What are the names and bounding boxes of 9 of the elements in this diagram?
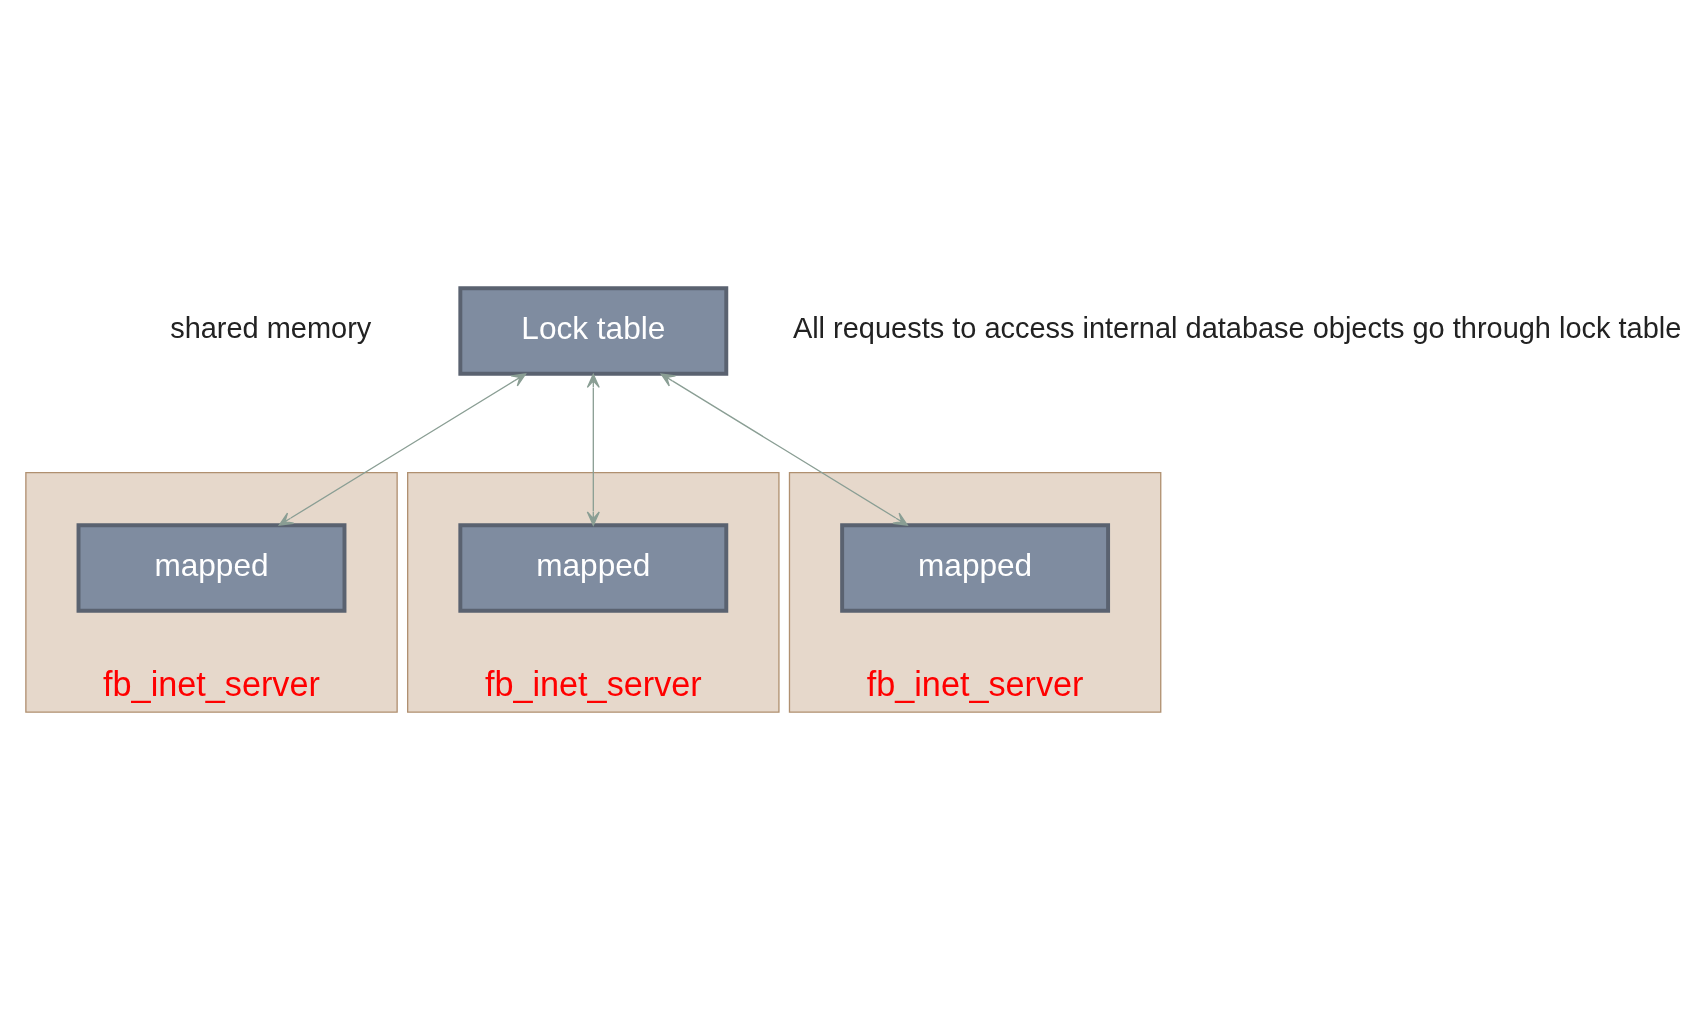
node-box: mapped	[76, 523, 346, 613]
node-box: mapped	[457, 523, 728, 613]
node-box: Lock table	[457, 286, 728, 376]
label: All requests to access internal database objects go through lock table	[792, 312, 1681, 345]
node-box: mapped	[839, 523, 1110, 613]
label: shared memory	[169, 312, 371, 345]
arrow	[586, 373, 600, 526]
arrow	[278, 373, 526, 526]
arrow	[659, 373, 908, 526]
